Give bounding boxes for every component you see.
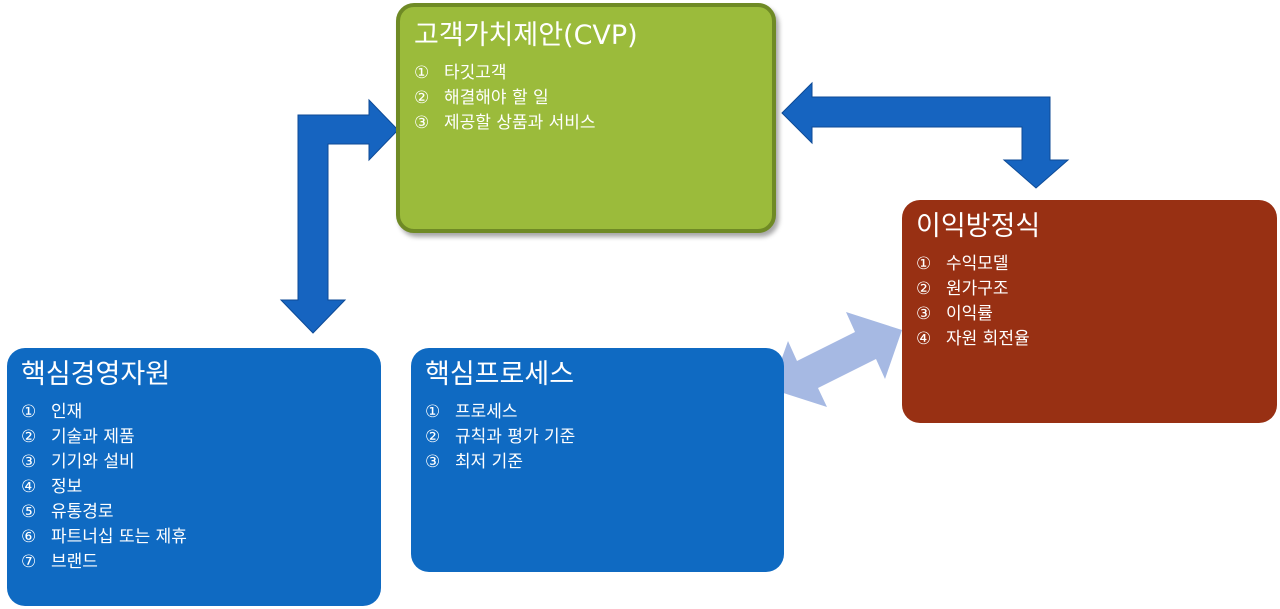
arrow-cvp-resources xyxy=(279,98,399,334)
key-processes-title: 핵심프로세스 xyxy=(425,359,575,390)
arrow-cvp-profit xyxy=(781,81,1070,189)
cvp-title: 고객가치제안(CVP) xyxy=(414,20,638,51)
key-resources-title: 핵심경영자원 xyxy=(21,359,171,390)
arrow-process-profit xyxy=(771,312,902,407)
profit-formula-title: 이익방정식 xyxy=(916,211,1041,242)
